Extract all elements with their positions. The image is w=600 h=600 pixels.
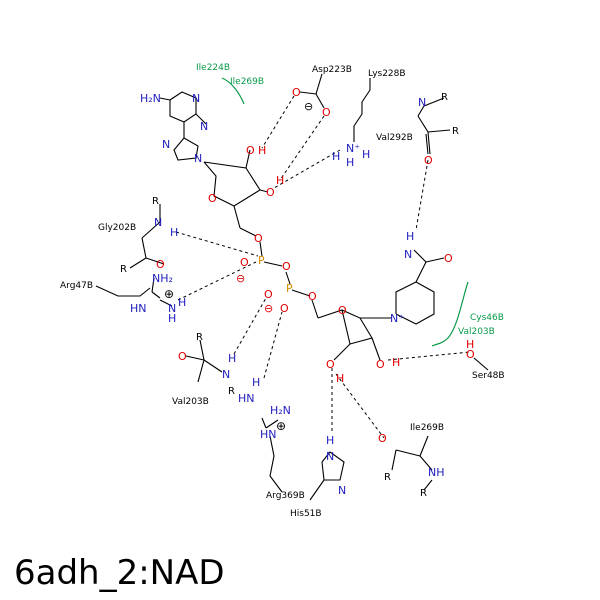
- phosphorus-a: P: [258, 254, 265, 267]
- ribose1-o3: O: [266, 186, 275, 199]
- val292-r1: R: [441, 92, 448, 103]
- hydrophobic-contacts: [221, 77, 469, 347]
- nicotinamide-n-plus: N⁺: [390, 312, 404, 325]
- residue-ser48: Ser48B: [472, 371, 505, 381]
- gly202-h: H: [170, 226, 178, 239]
- asp223-o1: O: [292, 86, 301, 99]
- lys228-h1: H: [332, 150, 340, 163]
- val203-n: N: [222, 368, 230, 381]
- phos-o5n: O: [308, 290, 317, 303]
- val292-o: O: [424, 154, 433, 167]
- residue-arg47: Arg47B: [60, 281, 93, 291]
- his51-n2: N: [338, 484, 346, 497]
- arg369-hn2: HN: [260, 428, 277, 441]
- ligand-bonds: [95, 73, 489, 501]
- gly202-r1: R: [152, 196, 159, 207]
- ribose2-o3: O: [326, 358, 335, 371]
- residue-arg369: Arg369B: [266, 491, 305, 501]
- nicotinamide-h: H: [406, 230, 414, 243]
- phos-o2n-minus: ⊖: [264, 302, 273, 315]
- arg369-hn: HN: [238, 392, 255, 405]
- residue-asp223: Asp223B: [312, 65, 352, 75]
- phos-o5: O: [254, 232, 263, 245]
- phos-o3: O: [282, 260, 291, 273]
- ile269-r2: R: [420, 488, 427, 499]
- gly202-n: N: [154, 216, 162, 229]
- phos-o2a-minus: ⊖: [236, 272, 245, 285]
- lys228-h2: H: [346, 156, 354, 169]
- ribose2-ring-o: O: [338, 304, 347, 317]
- residue-val292: Val292B: [376, 133, 413, 143]
- val203-h: H: [228, 352, 236, 365]
- ribose2-o2: O: [376, 358, 385, 371]
- phos-o1n: O: [264, 288, 273, 301]
- ile269-o: O: [378, 432, 387, 445]
- val203-r2: R: [228, 386, 235, 397]
- arg369-h2n: H₂N: [270, 404, 291, 417]
- residue-val203-right: Val203B: [458, 327, 495, 337]
- arg47-nh2: NH₂: [152, 272, 173, 285]
- residue-lys228: Lys228B: [368, 69, 406, 79]
- arg47-plus: ⊕: [164, 287, 174, 301]
- phos-o1a: O: [240, 256, 249, 269]
- asp223-o2: O: [322, 106, 331, 119]
- ribose1-h3: H: [276, 174, 284, 187]
- adenine-n9: N: [194, 152, 202, 165]
- lys228-h3: H: [362, 148, 370, 161]
- hydrophobic-arc-ile224: [221, 77, 245, 105]
- asp223-minus: ⊖: [304, 100, 313, 113]
- val203-r1: R: [196, 332, 203, 343]
- his51-n1: N: [326, 450, 334, 463]
- ribose1-ring-o: O: [208, 192, 217, 205]
- val203-o: O: [178, 350, 187, 363]
- ile269-nh: NH: [428, 466, 445, 479]
- ribose2-h3: H: [336, 372, 344, 385]
- adenine-n1: N: [192, 92, 200, 105]
- arg369-h: H: [252, 376, 260, 389]
- gly202-o: O: [156, 258, 165, 271]
- ser48-o: O: [466, 348, 475, 361]
- adenine-n7: N: [162, 138, 170, 151]
- nicotinamide-n: N: [404, 248, 412, 261]
- amine-label: H₂N: [140, 92, 161, 105]
- residue-val203-left: Val203B: [172, 397, 209, 407]
- adenine-n3: N: [200, 120, 208, 133]
- ribose1-h2: H: [258, 144, 266, 157]
- hydrogen-bonds: [175, 95, 471, 439]
- ribose1-o2: O: [246, 144, 255, 157]
- hydrophobic-arc-cys46: [431, 281, 469, 347]
- residue-ile224: Ile224B: [196, 63, 230, 73]
- val292-r2: R: [452, 126, 459, 137]
- arg369-plus: ⊕: [276, 419, 286, 433]
- ile269-r1: R: [384, 472, 391, 483]
- phos-o2n: O: [280, 302, 289, 315]
- residue-ile269-bottom: Ile269B: [410, 423, 444, 433]
- residue-ile269-top: Ile269B: [230, 77, 264, 87]
- residue-cys46: Cys46B: [470, 313, 504, 323]
- ser48-h: H: [466, 338, 474, 351]
- ribose2-h2: H: [392, 356, 400, 369]
- arg47-hn: HN: [130, 302, 147, 315]
- val292-nh: N: [418, 96, 426, 109]
- arg47-n2: N: [168, 302, 176, 315]
- lys228-n-plus: N⁺: [346, 142, 360, 155]
- diagram-title: 6adh_2:NAD: [14, 553, 225, 593]
- gly202-r2: R: [120, 264, 127, 275]
- residue-his51: His51B: [290, 509, 322, 519]
- his51-h: H: [326, 434, 334, 447]
- residue-gly202: Gly202B: [98, 223, 136, 233]
- phosphorus-n: P: [286, 282, 293, 295]
- arg47-h2: H: [168, 312, 176, 325]
- arg47-h: H: [178, 296, 186, 309]
- nicotinamide-o: O: [444, 252, 453, 265]
